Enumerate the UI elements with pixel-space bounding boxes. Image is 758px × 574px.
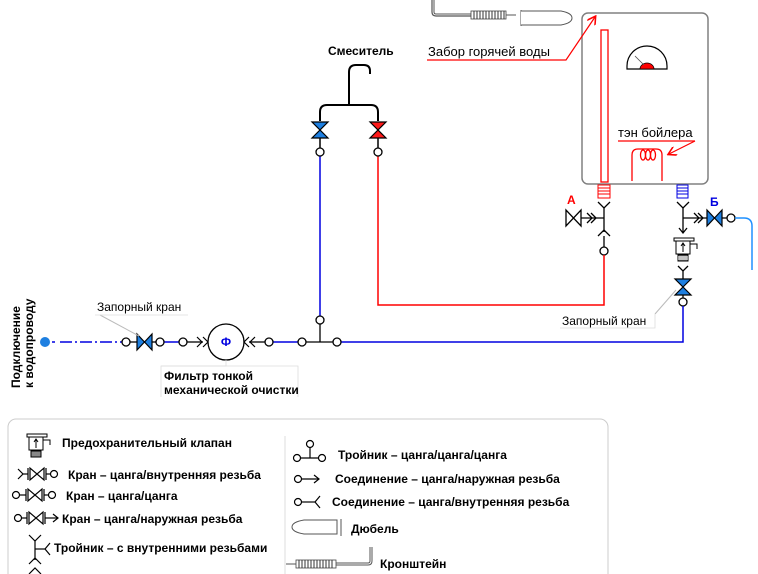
hot-pipe xyxy=(377,156,605,306)
legend-right-4-label: Кронштейн xyxy=(380,557,446,571)
cold-tee-b xyxy=(676,201,707,235)
filter-label-line1: Фильтр тонкой xyxy=(164,369,253,383)
heater-label: тэн бойлера xyxy=(618,125,693,140)
legend-right-2-label: Соединение – цанга/внутренняя резьба xyxy=(332,495,570,509)
valve-collet-collet-icon xyxy=(11,487,57,503)
safety-valve-icon xyxy=(26,433,51,458)
legend-left-0-label: Предохранительный клапан xyxy=(62,436,232,450)
svg-text:к водопроводу: к водопроводу xyxy=(22,298,36,388)
legend-left-4-label: Тройник – с внутренними резьбами xyxy=(54,541,267,555)
dowel-icon xyxy=(291,519,342,536)
filter-symbol: Ф xyxy=(221,335,231,349)
gauge-icon xyxy=(626,45,668,70)
legend-right-1-label: Соединение – цанга/наружная резьба xyxy=(335,472,560,486)
mixer-cold-valve[interactable] xyxy=(310,121,330,157)
filter-label-line2: механической очистки xyxy=(164,383,299,397)
shutoff-valve-left[interactable] xyxy=(121,332,165,352)
shutoff-left-leader xyxy=(99,314,140,337)
heater-callout: тэн бойлера xyxy=(618,125,696,154)
legend-right-0-label: Тройник – цанга/цанга/цанга xyxy=(338,448,507,462)
legend-left-3-label: Кран – цанга/наружная резьба xyxy=(62,512,243,526)
outlet-b-pipe xyxy=(735,217,753,270)
valve-collet-internal-thread-icon xyxy=(17,466,59,482)
dowel-top xyxy=(520,10,573,26)
safety-valve xyxy=(673,237,698,279)
heater-element-icon xyxy=(631,148,663,181)
hot-outlet-thread xyxy=(597,184,611,199)
cold-main-pipe-right xyxy=(341,306,684,343)
tee-collet-icon xyxy=(292,439,327,463)
legend-right-3-label: Дюбель xyxy=(351,522,399,536)
mixer xyxy=(319,64,379,121)
shutoff-valve-right[interactable] xyxy=(673,278,693,307)
shutoff-right-leader xyxy=(654,289,677,315)
valve-b[interactable] xyxy=(706,208,736,228)
hot-tee-a xyxy=(565,201,611,256)
main-tee xyxy=(297,315,342,347)
cold-outlet-thread xyxy=(676,184,689,199)
hot-intake-label: Забор горячей воды xyxy=(428,44,550,59)
mixer-label: Смеситель xyxy=(328,44,394,58)
shutoff-valve-right-label: Запорный кран xyxy=(562,314,646,328)
legend: Предохранительный клапан Кран – цанга/вн… xyxy=(7,418,609,574)
svg-text:Подключение: Подключение xyxy=(9,306,23,388)
shutoff-valve-left-label: Запорный кран xyxy=(97,300,181,314)
connector-internal-thread-icon xyxy=(293,495,321,509)
hot-intake-callout: Забор горячей воды xyxy=(427,17,595,61)
filter[interactable]: Ф xyxy=(178,323,274,361)
bracket-top xyxy=(431,0,516,20)
connector-external-thread-icon xyxy=(293,474,320,484)
inlet-point xyxy=(40,337,50,347)
tee-internal-threads-icon xyxy=(28,534,51,574)
legend-left-1-label: Кран – цанга/внутренняя резьба xyxy=(68,468,261,482)
inlet-label: Подключение к водопроводу xyxy=(9,298,36,388)
valve-collet-external-thread-icon xyxy=(13,510,59,526)
outlet-a-label: А xyxy=(567,193,576,207)
mixer-hot-valve[interactable] xyxy=(368,121,388,157)
bracket-icon xyxy=(286,547,373,569)
boiler xyxy=(581,12,709,185)
hot-intake-tube xyxy=(600,29,609,183)
legend-left-2-label: Кран – цанга/цанга xyxy=(66,489,178,503)
outlet-b-label: Б xyxy=(710,195,719,209)
